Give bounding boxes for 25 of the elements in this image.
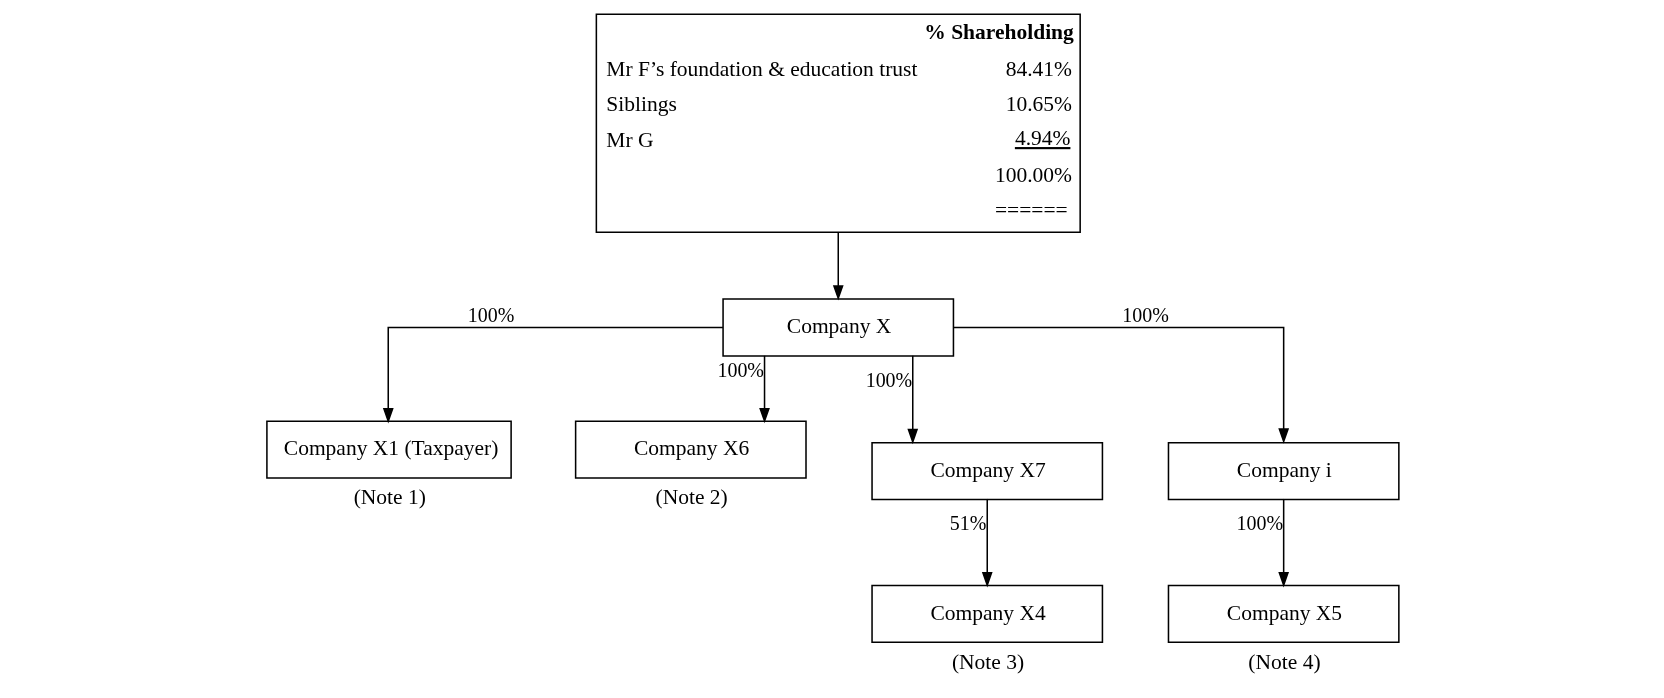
edge-label: 100% [865, 369, 912, 392]
node-box: Company X5 [1167, 584, 1400, 644]
arrow [382, 326, 724, 424]
node-label: (Note 2) [654, 485, 728, 510]
node-label: (Note 1) [353, 485, 426, 510]
arrow [906, 355, 918, 445]
edge-label: 51% [949, 512, 986, 535]
edge-label: 100% [467, 303, 514, 326]
edge-label: 100% [1236, 512, 1283, 535]
arrow [981, 498, 993, 588]
arrow [1277, 498, 1289, 588]
node-box: Company i [1167, 441, 1400, 501]
arrow [832, 231, 844, 301]
edge-label: 100% [716, 358, 764, 381]
node-box: % Shareholding Mr F’s foundation & education trust 84.41% Siblings 10.65% Mr G 4.94% 100.00% ====== [595, 13, 1081, 234]
edge-label: 100% [1121, 303, 1169, 326]
node-box: Company X4 [870, 584, 1103, 644]
node-box: Company X7 [870, 441, 1103, 501]
node-label: (Note 3) [951, 649, 1024, 674]
node-label: (Note 4) [1247, 649, 1321, 674]
arrow [758, 355, 770, 424]
node-box: Company X1 (Taxpayer) [265, 420, 512, 479]
node-box: Company X [721, 298, 954, 357]
arrow [952, 326, 1289, 444]
node-box: Company X6 [574, 420, 807, 479]
